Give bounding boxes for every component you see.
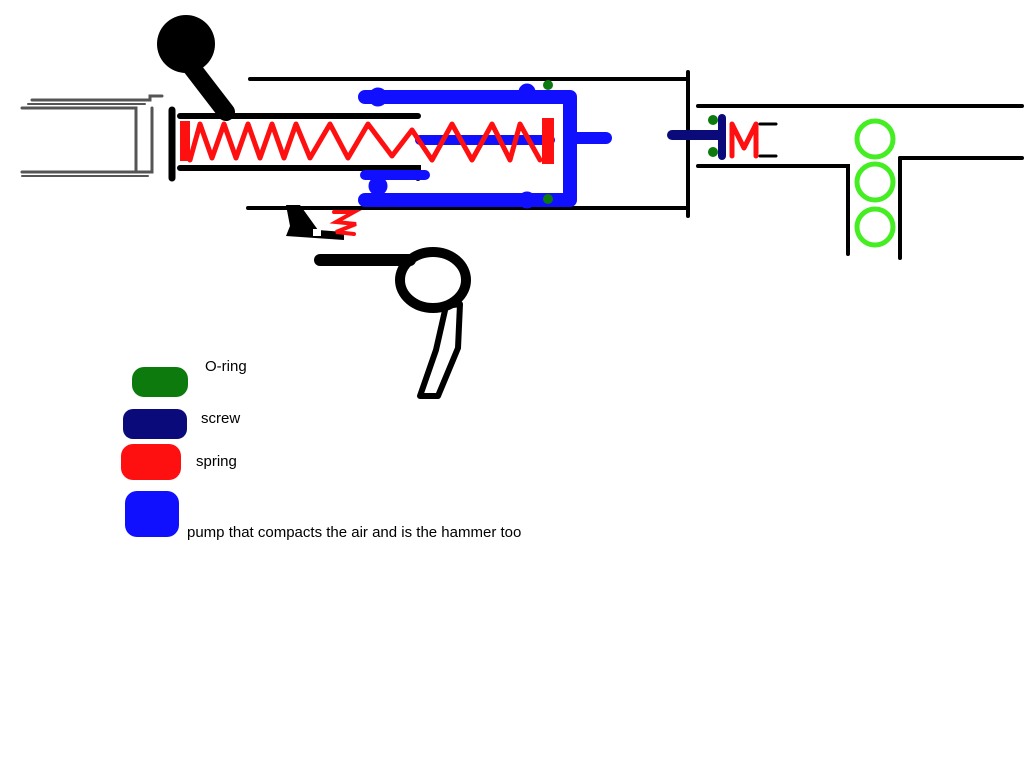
cocking-lever: [157, 15, 235, 121]
cocking-knob: [157, 15, 215, 73]
legend-label-pump: pump that compacts the air and is the ha…: [187, 524, 522, 541]
legend-swatch-spring: [121, 444, 181, 480]
pellet: [854, 161, 896, 203]
legend-swatch-pump: [125, 491, 179, 537]
valve-spring: [729, 121, 759, 159]
pellet: [854, 118, 896, 160]
trigger: [314, 247, 471, 399]
receiver-tube: [246, 70, 690, 218]
pellet: [854, 206, 896, 248]
piston-o-rings: [543, 80, 553, 204]
barrel: [696, 104, 1024, 260]
pellet-magazine: [854, 118, 896, 248]
stock: [20, 94, 164, 177]
main-spring: [180, 118, 554, 164]
legend-label-oring: O-ring: [205, 358, 247, 375]
legend-label-spring: spring: [196, 453, 237, 470]
sear: [286, 205, 362, 240]
legend: [121, 367, 188, 537]
screw-o-rings: [708, 115, 718, 157]
screw: [667, 114, 726, 160]
legend-swatch-screw: [123, 409, 187, 439]
legend-swatch-oring: [132, 367, 188, 397]
legend-label-screw: screw: [201, 410, 241, 427]
